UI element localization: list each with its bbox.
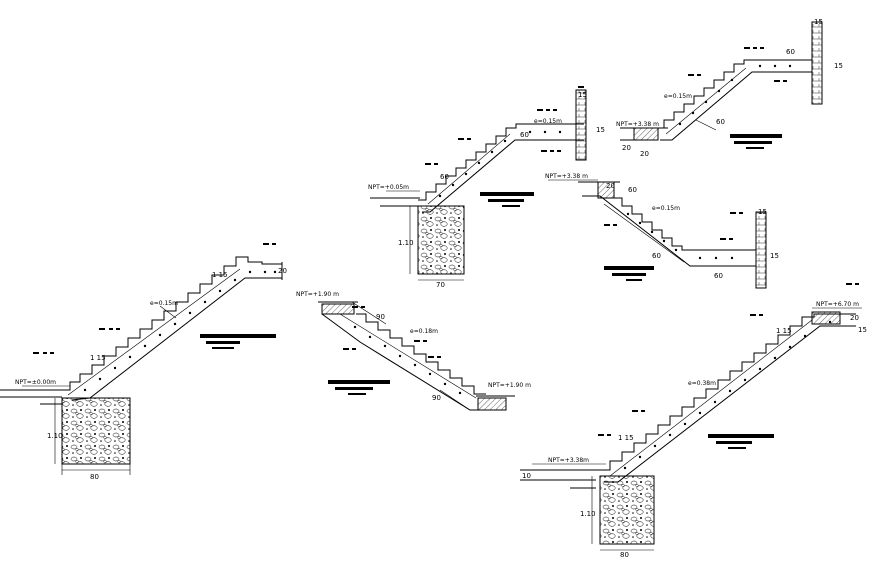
stair-detail-4: NPT=+3.38 m e=0.15m 60 60 15 20 15 20 [616, 18, 843, 158]
dim-small-3: 15 [578, 91, 587, 99]
dim-land2-5: 60 [652, 252, 661, 260]
dim-land-5: 60 [628, 186, 637, 194]
dim-step-mark-1: 1 15 [212, 271, 228, 279]
dim-step-4b: 20 [622, 144, 631, 152]
npt-label-4: NPT=+3.38 m [616, 121, 659, 128]
dim-riser-5: 15 [770, 252, 779, 260]
dim-step-4: 20 [640, 150, 649, 158]
dim-riser-1: 20 [278, 267, 287, 275]
dim-riser-4: 15 [834, 62, 843, 70]
dim-small-4: 15 [814, 18, 823, 26]
dim-top-2: 90 [376, 313, 385, 321]
npt-label-2: NPT=+1.90 m [296, 291, 339, 298]
npt-label-3: NPT=+0.05m [368, 184, 409, 191]
stair-detail-3: NPT=+0.05m e=0.15m 60 60 15 1.10 70 15 [368, 86, 605, 289]
stair-detail-5: NPT=+3.38 m e=0.15m 60 60 60 15 20 15 [545, 173, 779, 289]
dim-depth-3: 1.10 [398, 239, 414, 247]
slab-thickness-2: e=0.18m [410, 328, 438, 335]
dim-base-3: 70 [436, 281, 445, 289]
dim-riser-3: 15 [596, 126, 605, 134]
dim-left-6: 10 [522, 472, 531, 480]
slab-thickness-1: e=0.15m [150, 300, 178, 307]
npt-label-6-top: NPT=+6.70 m [816, 301, 859, 308]
slab-thickness-3: e=0.15m [534, 118, 562, 125]
dim-riser-6: 15 [858, 326, 867, 334]
npt-label-1: NPT=±0.00m [15, 379, 56, 386]
dim-run-5: 20 [606, 182, 615, 190]
dim-step-mark-6: 1 15 [776, 327, 792, 335]
slab-thickness-6: e=0.38m [688, 380, 716, 387]
dim-land2-4: 60 [716, 118, 725, 126]
dim-base-6: 80 [620, 551, 629, 559]
dim-step-mark-6b: 1 15 [618, 434, 634, 442]
stair-detail-1: NPT=±0.00m e=0.15m 1 15 20 1 15 1.10 80 [0, 243, 287, 481]
stair-detail-6: NPT=+3.38m NPT=+6.70 m e=0.38m 1 15 1 15… [520, 283, 867, 559]
dim-bottom-2: 90 [432, 394, 441, 402]
npt-label-6: NPT=+3.38m [548, 457, 589, 464]
dim-run-6: 20 [850, 314, 859, 322]
dim-step-mark-1b: 1 15 [90, 354, 106, 362]
dim-base-1: 80 [90, 473, 99, 481]
dim-land2-3: 60 [440, 173, 449, 181]
dim-depth-6: 1.10 [580, 510, 596, 518]
stair-detail-2: NPT=+1.90 m e=0.18m NPT=+1.90 m 90 90 [296, 291, 531, 411]
npt-label-2-end: NPT=+1.90 m [488, 382, 531, 389]
dim-land3-5: 60 [714, 272, 723, 280]
npt-label-5: NPT=+3.38 m [545, 173, 588, 180]
slab-thickness-4: e=0.15m [664, 93, 692, 100]
dim-small-5: 15 [758, 208, 767, 216]
dim-landing-4: 60 [786, 48, 795, 56]
slab-thickness-5: e=0.15m [652, 205, 680, 212]
dim-depth-1: 1.10 [47, 432, 63, 440]
dim-landing-3: 60 [520, 131, 529, 139]
